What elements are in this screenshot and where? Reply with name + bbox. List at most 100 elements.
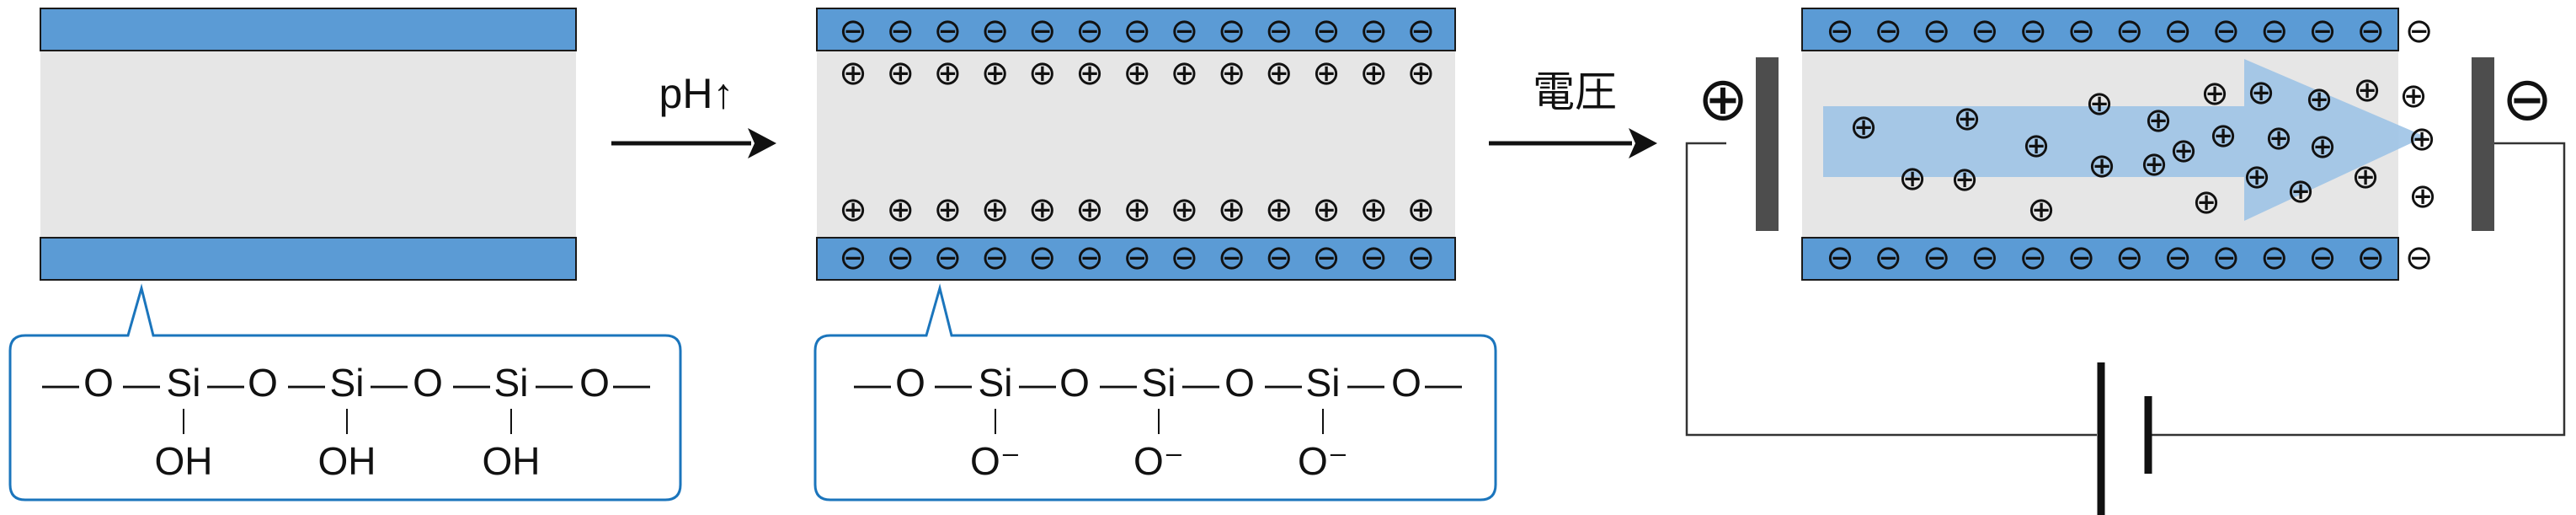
- positive-charge-icon: ⊕: [1218, 190, 1246, 229]
- silicon-atom: Si: [494, 361, 529, 405]
- oxygen-atom: O: [895, 361, 925, 405]
- negative-charge-icon: ⊖: [1407, 12, 1436, 51]
- negative-charge-icon: ⊖: [1123, 12, 1151, 51]
- bottom-wall: [816, 237, 1456, 281]
- bottom-wall: [40, 237, 577, 281]
- negative-charge-icon: ⊖: [1265, 12, 1293, 51]
- negative-charge-icon: ⊖: [2019, 239, 2047, 277]
- positive-charge-icon: ⊕: [1312, 54, 1341, 93]
- negative-charge-icon: ⊖: [2357, 239, 2386, 277]
- negative-charge-icon: ⊖: [2405, 12, 2434, 51]
- negative-charge-icon: ⊖: [1923, 239, 1951, 277]
- negative-charge-icon: ⊖: [2260, 239, 2289, 277]
- positive-charge-icon: ⊕: [981, 190, 1010, 229]
- silicon-atom: Si: [1306, 361, 1341, 405]
- positive-charge-icon: ⊕: [2408, 177, 2437, 216]
- negative-charge-icon: ⊖: [886, 239, 915, 277]
- negative-charge-icon: ⊖: [2163, 12, 2192, 51]
- oxygen-atom: O: [413, 361, 443, 405]
- counter-ions-bottom: ⊕⊕⊕⊕⊕⊕⊕⊕⊕⊕⊕⊕⊕: [839, 190, 1435, 229]
- bond: —: [536, 363, 573, 405]
- silicon-atom: Si: [979, 361, 1013, 405]
- positive-charge-icon: ⊕: [1123, 54, 1151, 93]
- positive-charge-icon: ⊕: [1171, 190, 1199, 229]
- positive-charge-icon: ⊕: [2192, 183, 2221, 222]
- positive-charge-icon: ⊕: [981, 54, 1010, 93]
- negative-charge-icon: ⊖: [1359, 239, 1388, 277]
- oxygen-atom: O: [1224, 361, 1255, 405]
- positive-charge-icon: ⊕: [1407, 190, 1436, 229]
- positive-charge-icon: ⊕: [2264, 119, 2293, 158]
- ph-increase-label: pH↑: [659, 70, 734, 117]
- positive-charge-icon: ⊕: [2353, 71, 2381, 110]
- positive-charge-icon: ⊕: [2022, 126, 2051, 165]
- circuit-wire: [2152, 142, 2566, 437]
- positive-charge-icon: ⊕: [1265, 54, 1293, 93]
- positive-charge-icon: ⊕: [886, 190, 915, 229]
- surface-callout-silanolate: —O—Si—O—Si—O—Si—O—O⁻O⁻O⁻: [813, 283, 1497, 502]
- positive-charge-icon: ⊕: [2247, 73, 2275, 112]
- bond: —: [207, 363, 244, 405]
- positive-charge-icon: ⊕: [2308, 127, 2337, 166]
- bond: —: [42, 363, 79, 405]
- migrating-cations: ⊕⊕⊕⊕⊕⊕⊕⊕⊕⊕⊕⊕⊕⊕⊕⊕⊕⊕⊕⊕⊕⊕⊕⊕⊕: [1849, 71, 2437, 229]
- negative-charge-icon: ⊖: [2308, 239, 2337, 277]
- negative-charge-icon: ⊖: [1875, 239, 1903, 277]
- positive-charge-icon: ⊕: [1407, 54, 1436, 93]
- negative-charge-icon: ⊖: [1359, 12, 1388, 51]
- pendant-group: O⁻: [1133, 439, 1184, 483]
- negative-charge-icon: ⊖: [2163, 239, 2192, 277]
- negative-charge-icon: ⊖: [839, 12, 867, 51]
- positive-charge-icon: ⊕: [2200, 74, 2229, 113]
- positive-charge-icon: ⊕: [1312, 190, 1341, 229]
- negative-charge-icon: ⊖: [1971, 12, 1999, 51]
- arrow-head: [748, 128, 776, 158]
- bond: —: [371, 363, 408, 405]
- silicon-atom: Si: [1142, 361, 1176, 405]
- pendant-group: OH: [483, 439, 541, 483]
- positive-charge-icon: ⊕: [2144, 101, 2173, 140]
- positive-charge-icon: ⊕: [839, 190, 867, 229]
- positive-charge-icon: ⊕: [1950, 160, 1979, 199]
- callout-bubble: [8, 283, 682, 502]
- negative-charge-icon: ⊖: [886, 12, 915, 51]
- negative-charge-icon: ⊖: [1923, 12, 1951, 51]
- oxygen-atom: O: [83, 361, 114, 405]
- oxygen-atom: O: [1391, 361, 1421, 405]
- positive-charge-icon: ⊕: [1028, 54, 1057, 93]
- panel-charged-channel: ⊖⊖⊖⊖⊖⊖⊖⊖⊖⊖⊖⊖⊖ ⊕⊕⊕⊕⊕⊕⊕⊕⊕⊕⊕⊕⊕ ⊕⊕⊕⊕⊕⊕⊕⊕⊕⊕⊕⊕…: [816, 8, 1456, 281]
- callout-bubble: [813, 283, 1497, 502]
- counter-ions-top: ⊕⊕⊕⊕⊕⊕⊕⊕⊕⊕⊕⊕⊕: [839, 54, 1435, 93]
- top-wall: [816, 8, 1456, 51]
- positive-charge-icon: ⊕: [2140, 145, 2168, 184]
- channel-interior: [40, 51, 576, 241]
- bond: —: [453, 363, 490, 405]
- negative-charge-icon: ⊖: [2212, 239, 2241, 277]
- negative-charge-icon: ⊖: [1826, 12, 1854, 51]
- circuit-wire: [1685, 142, 2097, 437]
- negative-charge-icon: ⊖: [1075, 12, 1104, 51]
- negative-charge-icon: ⊖: [2115, 12, 2144, 51]
- positive-charge-icon: ⊕: [2305, 80, 2333, 119]
- arrow-ph-increase: pH↑: [611, 70, 776, 158]
- positive-charge-icon: ⊕: [2088, 147, 2116, 185]
- bond: —: [288, 363, 325, 405]
- negative-charge-icon: ⊖: [2212, 12, 2241, 51]
- positive-charge-icon: ⊕: [1849, 108, 1878, 147]
- bond: —: [613, 363, 650, 405]
- panel-neutral-channel: [40, 8, 577, 281]
- bond: —: [1100, 363, 1137, 405]
- pendant-group: OH: [318, 439, 376, 483]
- positive-charge-icon: ⊕: [934, 190, 963, 229]
- positive-charge-icon: ⊕: [1123, 190, 1151, 229]
- positive-charge-icon: ⊕: [839, 54, 867, 93]
- bottom-wall: [1801, 237, 2399, 281]
- silicon-atom: Si: [330, 361, 365, 405]
- negative-charge-icon: ⊖: [2357, 12, 2386, 51]
- positive-charge-icon: ⊕: [2286, 172, 2315, 211]
- positive-charge-icon: ⊕: [2399, 77, 2428, 115]
- cathode-electrode: [2472, 57, 2494, 231]
- negative-charge-icon: ⊖: [934, 239, 963, 277]
